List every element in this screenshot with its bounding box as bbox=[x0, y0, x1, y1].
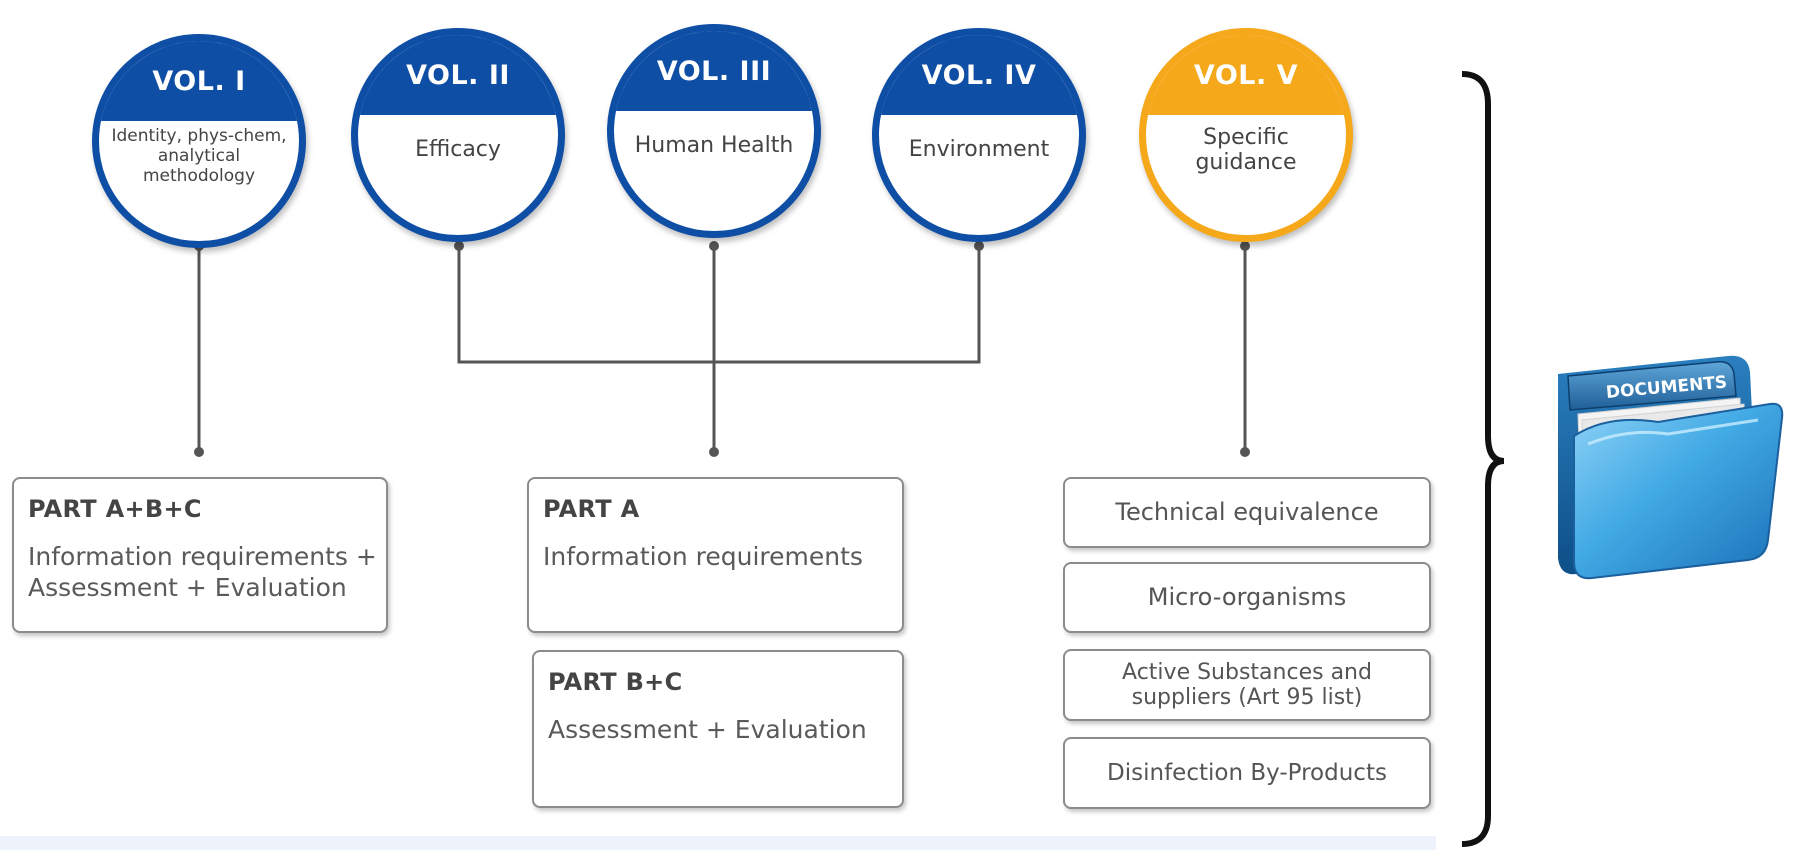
part-a-box: PART A Information requirements bbox=[527, 477, 904, 633]
guidance-disinfection-by-products: Disinfection By-Products bbox=[1063, 737, 1431, 809]
part-abc-box: PART A+B+C Information requirements + As… bbox=[12, 477, 388, 633]
vol-4-label: VOL. IV bbox=[879, 35, 1079, 115]
part-abc-title: PART A+B+C bbox=[28, 495, 202, 523]
part-bc-title: PART B+C bbox=[548, 668, 683, 696]
vol-3-circle: VOL. III Human Health bbox=[607, 24, 821, 238]
vol-5-label: VOL. V bbox=[1146, 35, 1346, 115]
vol-5-desc: Specific guidance bbox=[1195, 124, 1297, 175]
vol-2-label: VOL. II bbox=[358, 35, 558, 115]
vol-2-desc: Efficacy bbox=[415, 137, 501, 163]
vol-1-label: VOL. I bbox=[99, 41, 299, 121]
vol-4-circle: VOL. IV Environment bbox=[872, 28, 1086, 242]
vol-5-circle: VOL. V Specific guidance bbox=[1139, 28, 1353, 242]
documents-folder-icon: DOCUMENTS bbox=[1558, 355, 1784, 580]
connector-vol2-vol4 bbox=[457, 246, 981, 364]
part-a-title: PART A bbox=[543, 495, 640, 523]
part-a-body: Information requirements bbox=[543, 542, 863, 571]
vol-3-desc: Human Health bbox=[634, 133, 794, 159]
guidance-active-substances: Active Substances and suppliers (Art 95 … bbox=[1063, 649, 1431, 721]
part-abc-body: Information requirements + Assessment + … bbox=[28, 542, 377, 603]
vol-4-desc: Environment bbox=[908, 137, 1050, 163]
bracket bbox=[1461, 71, 1505, 847]
vol-1-desc: Identity, phys-chem, analytical methodol… bbox=[111, 125, 287, 187]
vol-3-label: VOL. III bbox=[614, 31, 814, 111]
part-bc-body: Assessment + Evaluation bbox=[548, 715, 867, 744]
vol-1-circle: VOL. I Identity, phys-chem, analytical m… bbox=[92, 34, 306, 248]
guidance-micro-organisms: Micro-organisms bbox=[1063, 562, 1431, 633]
guidance-technical-equivalence: Technical equivalence bbox=[1063, 477, 1431, 548]
bottom-band bbox=[0, 836, 1436, 850]
vol-2-circle: VOL. II Efficacy bbox=[351, 28, 565, 242]
part-bc-box: PART B+C Assessment + Evaluation bbox=[532, 650, 904, 808]
